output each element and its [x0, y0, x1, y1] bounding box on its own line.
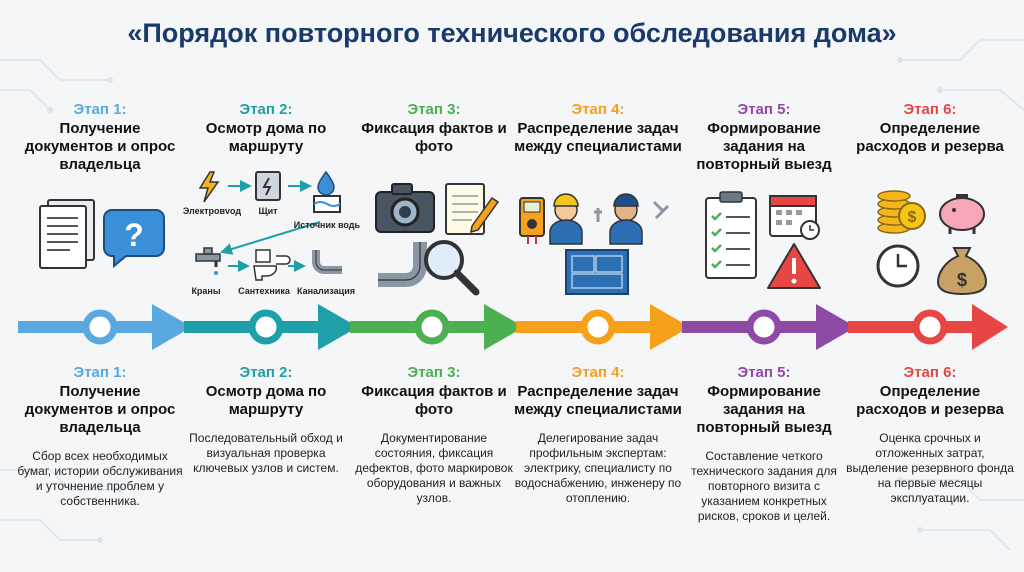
stage-description: Делегирование задач профильным экспертам…: [514, 431, 682, 505]
stage-heading: Фиксация фактов и фото: [361, 383, 507, 418]
stage-5-arrow: [682, 304, 856, 350]
stage-label: Этап 3:: [407, 101, 461, 118]
clock-icon: [876, 244, 920, 288]
stage-description: Последовательный обход и визуальная пров…: [189, 431, 343, 475]
stage-heading: Определение расходов и резерва: [856, 383, 1004, 418]
stage-label: Этап 4:: [571, 101, 625, 118]
timeline-arrows: [18, 304, 1008, 350]
stage-5-bottom: Этап 5: Формирование задания на повторны…: [680, 364, 848, 524]
multimeter-icon: [519, 197, 545, 244]
pipe-magnifier-icon: [378, 240, 480, 296]
route-label: Электровvод: [183, 206, 242, 216]
blueprint-icon: [565, 249, 629, 295]
stage-label: Этап 1:: [73, 101, 127, 118]
stage-label: Этап 1:: [73, 364, 127, 381]
stage-heading: Осмотр дома по маршруту: [205, 383, 327, 418]
stage-3-top: Этап 3: Фиксация фактов и фото: [350, 101, 518, 156]
documents-icon: [39, 199, 95, 269]
calendar-icon: [769, 195, 820, 240]
route-label: Сантехника: [238, 286, 291, 296]
stage-4-arrow: [516, 304, 690, 350]
lightning-icon: [198, 171, 220, 203]
stage-4-top: Этап 4: Распределение задач между специа…: [514, 101, 682, 156]
stage-label: Этап 5:: [737, 364, 791, 381]
stage-2-illustration: Электровvод Щит Источник воды Краны Сант…: [183, 170, 360, 296]
stage-label: Этап 6:: [903, 364, 957, 381]
notepad-pencil-icon: [445, 183, 500, 235]
stage-description: Сбор всех необходимых бумаг, истории обс…: [17, 449, 183, 508]
camera-icon: [375, 183, 435, 233]
pipe-icon: [312, 250, 342, 274]
stage-description: Оценка срочных и отложенных затрат, выде…: [846, 431, 1014, 505]
money-bag-icon: $: [936, 247, 988, 296]
coins-icon: $: [877, 190, 926, 234]
stage-label: Этап 4:: [571, 364, 625, 381]
route-label: Источник воды: [294, 220, 360, 230]
stage-1-top: Этап 1: Получение документов и опрос вла…: [16, 101, 184, 174]
stage-1-arrow: [18, 304, 192, 350]
stage-5-top: Этап 5: Формирование задания на повторны…: [680, 101, 848, 174]
stage-6-arrow: [848, 304, 1008, 350]
stage-4-illustration: [519, 193, 670, 295]
stage-label: Этап 6:: [903, 101, 957, 118]
stage-6-top: Этап 6: Определение расходов и резерва: [846, 101, 1014, 156]
page-title: «Порядок повторного технического обследо…: [127, 18, 897, 48]
svg-text:$: $: [908, 209, 917, 226]
stage-4-bottom: Этап 4: Распределение задач между специа…: [514, 364, 682, 506]
panel-icon: [255, 171, 281, 201]
route-label: Щит: [258, 206, 278, 216]
piggy-bank-icon: [939, 194, 985, 234]
route-label: Краны: [191, 286, 220, 296]
stage-heading: Получение документов и опрос владельца: [24, 383, 176, 436]
stage-2-arrow: [184, 304, 358, 350]
stage-description: Документирование состояния, фиксация деф…: [355, 431, 513, 505]
stage-heading: Осмотр дома по маршруту: [205, 120, 327, 155]
stage-heading: Определение расходов и резерва: [856, 120, 1004, 155]
stage-3-bottom: Этап 3: Фиксация фактов и фото Документи…: [350, 364, 518, 506]
stage-label: Этап 2:: [239, 364, 293, 381]
stage-1-bottom: Этап 1: Получение документов и опрос вла…: [16, 364, 184, 509]
svg-text:$: $: [957, 270, 967, 290]
svg-text:?: ?: [124, 217, 144, 253]
stage-label: Этап 2:: [239, 101, 293, 118]
stage-label: Этап 5:: [737, 101, 791, 118]
stage-heading: Формирование задания на повторный выезд: [696, 120, 832, 173]
question-bubble-icon: ?: [103, 209, 165, 269]
stage-heading: Формирование задания на повторный выезд: [696, 383, 832, 436]
stage-1-illustration: ?: [39, 199, 165, 269]
tap-icon: [195, 247, 221, 275]
stage-6-illustration: $ $: [876, 190, 988, 296]
stage-6-bottom: Этап 6: Определение расходов и резерва О…: [846, 364, 1014, 506]
water-drop-icon: [313, 170, 341, 213]
warning-icon: [767, 243, 821, 289]
toilet-icon: [253, 249, 291, 281]
route-label: Канализация: [297, 286, 355, 296]
stage-heading: Фиксация фактов и фото: [361, 120, 507, 155]
stage-3-illustration: [375, 183, 500, 296]
stage-heading: Распределение задач между специалистами: [514, 383, 682, 418]
stage-3-arrow: [350, 304, 524, 350]
stage-2-bottom: Этап 2: Осмотр дома по маршруту Последов…: [182, 364, 350, 476]
stage-label: Этап 3:: [407, 364, 461, 381]
stage-5-illustration: [705, 191, 821, 289]
stage-2-top: Этап 2: Осмотр дома по маршруту: [182, 101, 350, 156]
stage-heading: Распределение задач между специалистами: [514, 120, 682, 155]
stage-description: Составление четкого технического задания…: [691, 449, 837, 523]
worker-icon: [549, 193, 670, 245]
checklist-icon: [705, 191, 757, 279]
stage-heading: Получение документов и опрос владельца: [24, 120, 176, 173]
